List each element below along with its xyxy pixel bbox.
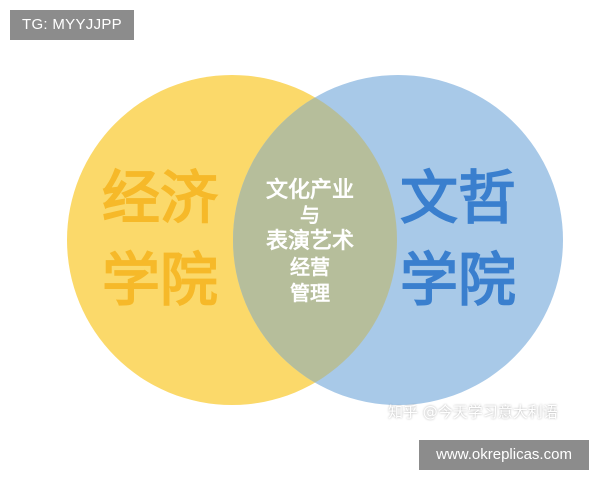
- overlap-label-line3: 表演艺术: [266, 228, 354, 254]
- right-circle-label-line2: 学院: [400, 246, 516, 314]
- watermark-text: 知乎 @今天学习意大利语: [388, 403, 558, 421]
- overlap-label-line4: 经营: [290, 255, 330, 279]
- overlap-label-line1: 文化产业: [266, 177, 354, 203]
- overlap-region: [233, 75, 397, 405]
- right-circle-label-line1: 文哲: [400, 164, 516, 232]
- tag-badge: TG: MYYJJPP: [10, 10, 134, 40]
- overlap-label-line5: 管理: [290, 281, 330, 305]
- left-circle-label-line2: 学院: [102, 246, 218, 314]
- left-circle-label-line1: 经济: [102, 164, 219, 232]
- url-badge: www.okreplicas.com: [419, 440, 589, 470]
- overlap-label-line2: 与: [300, 203, 320, 227]
